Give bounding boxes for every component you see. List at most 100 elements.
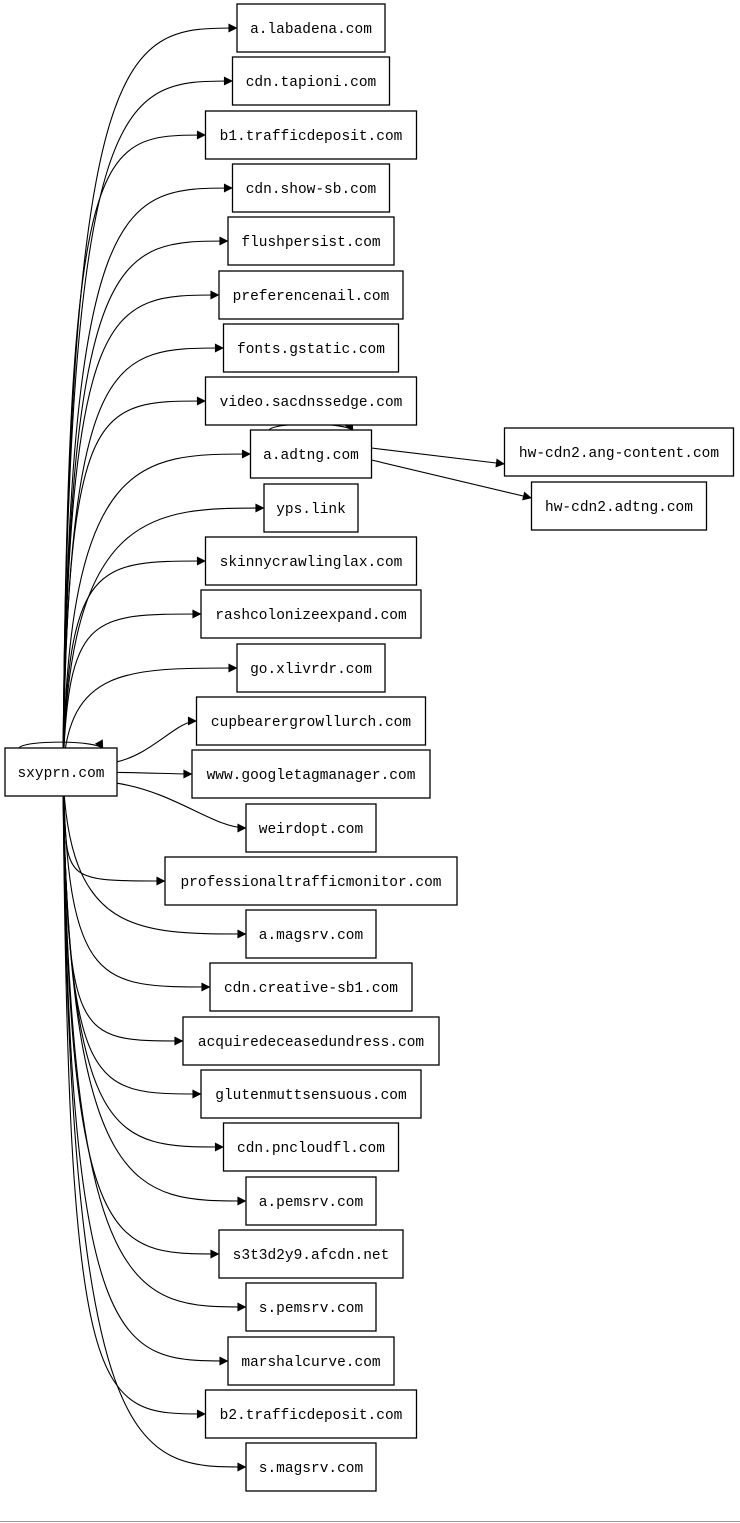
node-cdn-tapioni-com: cdn.tapioni.com <box>231 56 391 106</box>
node-box <box>200 1069 422 1119</box>
edge-sxyprn-com-to-a-magsrv-com <box>62 771 247 939</box>
node-label: hw-cdn2.adtng.com <box>545 500 693 516</box>
node-label: preferencenail.com <box>233 289 390 305</box>
node-box <box>245 1442 377 1492</box>
node-s3t3d2y9-afcdn-net: s3t3d2y9.afcdn.net <box>218 1229 404 1279</box>
edge-sxyprn-com-to-b1-trafficdeposit-com <box>62 130 206 773</box>
node-cupbearergrowllurch-com: cupbearergrowllurch.com <box>195 696 427 746</box>
edge-sxyprn-com-to-cdn-show-sb-com <box>62 183 233 773</box>
node-box <box>245 1282 377 1332</box>
node-sxyprn-com: sxyprn.com <box>4 747 118 797</box>
node-box <box>218 270 404 320</box>
node-label: s.pemsrv.com <box>259 1301 363 1317</box>
node-label: glutenmuttsensuous.com <box>215 1088 406 1104</box>
edge-sxyprn-com-to-preferencenail-com <box>62 290 220 773</box>
edge-sxyprn-com-to-go-xlivrdr-com <box>62 663 238 773</box>
node-box <box>245 803 377 853</box>
edge-a-adtng-com-to-hw-cdn2-ang-content-com <box>371 447 505 468</box>
node-flushpersist-com: flushpersist.com <box>227 216 395 266</box>
node-box <box>231 56 391 106</box>
node-label: a.magsrv.com <box>259 928 363 944</box>
node-skinnycrawlinglax-com: skinnycrawlinglax.com <box>204 536 418 586</box>
edge-sxyprn-com-to-acquiredeceasedundress-com <box>62 771 184 1046</box>
edge-a-adtng-com-to-hw-cdn2-adtng-com <box>371 459 532 501</box>
node-box <box>227 1336 395 1386</box>
node-label: skinnycrawlinglax.com <box>220 555 403 571</box>
node-label: marshalcurve.com <box>241 1355 380 1371</box>
node-box <box>191 749 431 799</box>
node-b2-trafficdeposit-com: b2.trafficdeposit.com <box>204 1389 418 1439</box>
node-box <box>209 962 413 1012</box>
node-professionaltrafficmonitor-com: professionaltrafficmonitor.com <box>164 856 458 906</box>
edge-sxyprn-com-to-a-pemsrv-com <box>62 771 247 1206</box>
edge-sxyprn-com-to-yps-link <box>62 503 265 773</box>
node-box <box>204 376 418 426</box>
node-www-googletagmanager-com: www.googletagmanager.com <box>191 749 431 799</box>
edge-sxyprn-com-to-cdn-creative-sb1-com <box>62 771 211 992</box>
node-label: weirdopt.com <box>259 822 363 838</box>
edge-sxyprn-com-to-s-pemsrv-com <box>62 771 247 1312</box>
edge-sxyprn-com-to-glutenmuttsensuous-com <box>62 771 202 1099</box>
node-hw-cdn2-adtng-com: hw-cdn2.adtng.com <box>530 481 708 531</box>
node-box <box>263 483 359 533</box>
node-box <box>182 1016 440 1066</box>
node-a-pemsrv-com: a.pemsrv.com <box>245 1176 377 1226</box>
node-label: fonts.gstatic.com <box>237 342 385 358</box>
node-s-magsrv-com: s.magsrv.com <box>245 1442 377 1492</box>
edge-sxyprn-com-to-cdn-tapioni-com <box>62 76 233 773</box>
edge-sxyprn-com-to-www-googletagmanager-com <box>116 769 193 779</box>
node-label: rashcolonizeexpand.com <box>215 608 406 624</box>
node-label: cdn.pncloudfl.com <box>237 1141 385 1157</box>
node-acquiredeceasedundress-com: acquiredeceasedundress.com <box>182 1016 440 1066</box>
node-label: a.pemsrv.com <box>259 1195 363 1211</box>
node-label: a.labadena.com <box>250 22 372 38</box>
node-box <box>227 216 395 266</box>
node-box <box>249 429 373 479</box>
node-label: cdn.creative-sb1.com <box>224 981 398 997</box>
node-box <box>4 747 118 797</box>
nodes: sxyprn.com a.labadena.com cdn.tapioni.com b… <box>4 3 735 1492</box>
node-box <box>530 481 708 531</box>
node-a-adtng-com: a.adtng.com <box>249 429 373 479</box>
node-box <box>236 643 386 693</box>
edges <box>18 23 532 1472</box>
node-go-xlivrdr-com: go.xlivrdr.com <box>236 643 386 693</box>
node-rashcolonizeexpand-com: rashcolonizeexpand.com <box>200 589 422 639</box>
node-label: b2.trafficdeposit.com <box>220 1408 403 1424</box>
node-label: sxyprn.com <box>17 766 104 782</box>
node-video-sacdnssedge-com: video.sacdnssedge.com <box>204 376 418 426</box>
node-weirdopt-com: weirdopt.com <box>245 803 377 853</box>
node-box <box>245 909 377 959</box>
edge-sxyprn-com-to-b2-trafficdeposit-com <box>62 771 206 1419</box>
node-box <box>503 427 735 477</box>
node-label: cdn.show-sb.com <box>246 182 377 198</box>
node-box <box>195 696 427 746</box>
node-box <box>218 1229 404 1279</box>
edge-sxyprn-com-to-a-adtng-com <box>62 449 251 773</box>
node-cdn-show-sb-com: cdn.show-sb.com <box>231 163 391 213</box>
node-a-magsrv-com: a.magsrv.com <box>245 909 377 959</box>
self-loop-sxyprn-com <box>18 739 104 750</box>
node-label: cupbearergrowllurch.com <box>211 715 411 731</box>
edge-sxyprn-com-to-skinnycrawlinglax-com <box>62 556 206 773</box>
node-box <box>222 323 400 373</box>
edge-sxyprn-com-to-video-sacdnssedge-com <box>62 396 206 773</box>
node-box <box>236 3 386 53</box>
node-label: professionaltrafficmonitor.com <box>180 875 441 891</box>
node-label: cdn.tapioni.com <box>246 75 377 91</box>
node-cdn-pncloudfl-com: cdn.pncloudfl.com <box>222 1122 400 1172</box>
node-preferencenail-com: preferencenail.com <box>218 270 404 320</box>
node-box <box>231 163 391 213</box>
node-label: flushpersist.com <box>241 235 380 251</box>
node-b1-trafficdeposit-com: b1.trafficdeposit.com <box>204 110 418 160</box>
node-box <box>204 1389 418 1439</box>
node-label: a.adtng.com <box>263 448 359 464</box>
node-marshalcurve-com: marshalcurve.com <box>227 1336 395 1386</box>
node-label: s3t3d2y9.afcdn.net <box>233 1248 390 1264</box>
node-box <box>164 856 458 906</box>
node-box <box>204 536 418 586</box>
node-box <box>204 110 418 160</box>
node-box <box>245 1176 377 1226</box>
node-a-labadena-com: a.labadena.com <box>236 3 386 53</box>
